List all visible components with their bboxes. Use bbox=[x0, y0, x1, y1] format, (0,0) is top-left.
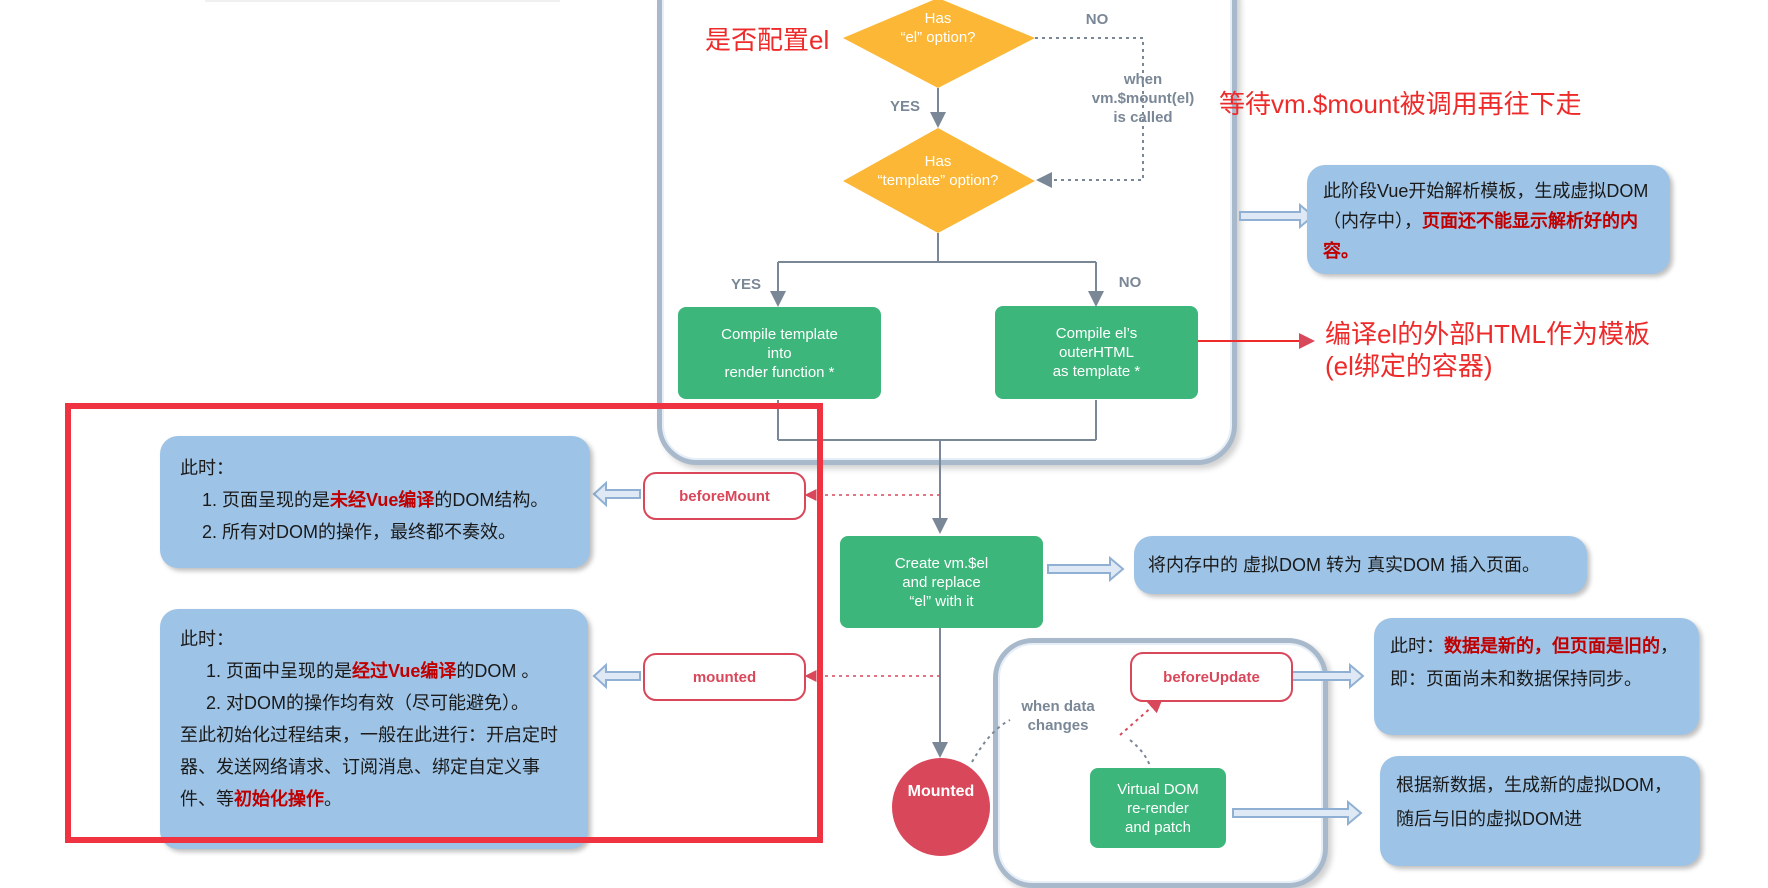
note-parse-text: 此阶段Vue开始解析模板，生成虚拟DOM（内存中）， bbox=[1323, 181, 1649, 231]
annotation-compile-outer-line1: 编译el的外部HTML作为模板 bbox=[1325, 319, 1651, 349]
note-rerender: 根据新数据，生成新的虚拟DOM，随后与旧的虚拟DOM进 bbox=[1380, 756, 1700, 866]
vdom-rerender-text: Virtual DOM re-render and patch bbox=[1117, 780, 1199, 836]
note-mounted: 此时： 1. 页面中呈现的是经过Vue编译的DOM 。 2. 对DOM的操作均有… bbox=[160, 609, 588, 849]
note-bu-red2: 但页面是旧的 bbox=[1552, 636, 1660, 656]
when-data-changes-label: when data changes bbox=[1021, 698, 1095, 734]
note-m-item1-pre: 1. 页面中呈现的是 bbox=[206, 661, 353, 681]
note-bu-mid: ， bbox=[1534, 636, 1552, 656]
note-before-mount-item2: 2. 所有对DOM的操作，最终都不奏效。 bbox=[202, 522, 517, 542]
blue-arrow-insert bbox=[1047, 555, 1125, 583]
note-mounted-item2: 2. 对DOM的操作均有效（尽可能避免）。 bbox=[206, 693, 530, 713]
decision-template-diamond bbox=[843, 128, 1035, 233]
no-label-1: NO bbox=[1085, 11, 1109, 28]
compile-template-box: Compile template into render function * bbox=[678, 307, 881, 399]
decision-template-label: Has “template” option? bbox=[877, 153, 999, 189]
compile-template-text: Compile template into render function * bbox=[721, 325, 838, 381]
note-before-mount-title: 此时： bbox=[180, 458, 234, 478]
when-mount-called-label: when vm.$mount(el) is called bbox=[1091, 71, 1195, 126]
note-m-tail-post: 。 bbox=[324, 789, 342, 809]
note-mounted-item1: 1. 页面中呈现的是经过Vue编译的DOM 。 bbox=[180, 655, 568, 687]
note-bu-post: ，即：页面尚未和数据保持同步。 bbox=[1390, 636, 1678, 689]
note-before-mount: 此时： 1. 页面呈现的是未经Vue编译的DOM结构。 2. 所有对DOM的操作… bbox=[160, 436, 590, 568]
annotation-compile-outer-line2: (el绑定的容器) bbox=[1325, 351, 1493, 381]
highlight-frame bbox=[65, 403, 823, 843]
mounted-state-label: Mounted bbox=[907, 783, 975, 800]
note-bu-pre: 此时： bbox=[1390, 636, 1444, 656]
compile-el-box: Compile el’s outerHTML as template * bbox=[995, 306, 1198, 399]
create-el-box: Create vm.$el and replace “el” with it bbox=[840, 536, 1043, 628]
note-mounted-title: 此时： bbox=[180, 629, 234, 649]
vdom-rerender-box: Virtual DOM re-render and patch bbox=[1090, 768, 1226, 848]
note-bm-item1-post: 的DOM结构。 bbox=[434, 490, 549, 510]
note-m-tail-pre: 至此初始化过程结束，一般在此进行：开启定时器、发送网络请求、订阅消息、绑定自定义… bbox=[180, 725, 558, 809]
blue-arrow-mounted bbox=[592, 662, 641, 690]
yes-label-1: YES bbox=[889, 98, 920, 115]
note-m-tail-red: 初始化操作 bbox=[234, 789, 324, 809]
note-bm-item1-pre: 1. 页面呈现的是 bbox=[202, 490, 331, 510]
yes-label-2: YES bbox=[730, 276, 761, 293]
note-insert-dom: 将内存中的 虚拟DOM 转为 真实DOM 插入页面。 bbox=[1134, 536, 1587, 594]
note-parse-template: 此阶段Vue开始解析模板，生成虚拟DOM（内存中），页面还不能显示解析好的内容。 bbox=[1307, 165, 1670, 274]
note-mounted-tail: 至此初始化过程结束，一般在此进行：开启定时器、发送网络请求、订阅消息、绑定自定义… bbox=[180, 719, 568, 815]
create-el-text: Create vm.$el and replace “el” with it bbox=[894, 554, 989, 610]
blue-arrow-beforeupdate bbox=[1287, 662, 1365, 690]
note-m-item1-red: 经过Vue编译 bbox=[352, 661, 457, 681]
blue-arrow-parse bbox=[1239, 202, 1315, 230]
before-mount-hook: beforeMount bbox=[643, 472, 806, 520]
compile-el-text: Compile el’s outerHTML as template * bbox=[1052, 325, 1141, 380]
annotation-compile-outer: 编译el的外部HTML作为模板 (el绑定的容器) bbox=[1325, 318, 1650, 382]
blue-arrow-beforemount bbox=[592, 480, 641, 508]
note-parse-highlight: 页面还不能显示解析好的内容 bbox=[1323, 211, 1638, 261]
before-update-hook: beforeUpdate bbox=[1130, 652, 1293, 702]
note-bu-red1: 数据是新的 bbox=[1444, 636, 1534, 656]
annotation-el-config: 是否配置el bbox=[705, 25, 830, 55]
no-label-2: NO bbox=[1118, 274, 1142, 291]
note-bm-item1-red: 未经Vue编译 bbox=[330, 490, 435, 510]
note-before-update: 此时：数据是新的，但页面是旧的，即：页面尚未和数据保持同步。 bbox=[1374, 618, 1699, 735]
mounted-hook: mounted bbox=[643, 653, 806, 701]
mounted-state-circle: Mounted bbox=[892, 758, 990, 856]
note-m-item1-post: 的DOM 。 bbox=[456, 661, 540, 681]
note-parse-end: 。 bbox=[1341, 241, 1359, 261]
note-before-mount-item1: 1. 页面呈现的是未经Vue编译的DOM结构。 bbox=[180, 484, 570, 516]
blue-arrow-rerender bbox=[1232, 799, 1363, 827]
decision-el-label: Has “el” option? bbox=[900, 10, 976, 46]
flow-connectors bbox=[592, 0, 1365, 827]
decision-el-diamond bbox=[843, 0, 1035, 88]
top-edge-bar bbox=[205, 0, 560, 2]
annotation-wait-mount: 等待vm.$mount被调用再往下走 bbox=[1219, 89, 1582, 119]
